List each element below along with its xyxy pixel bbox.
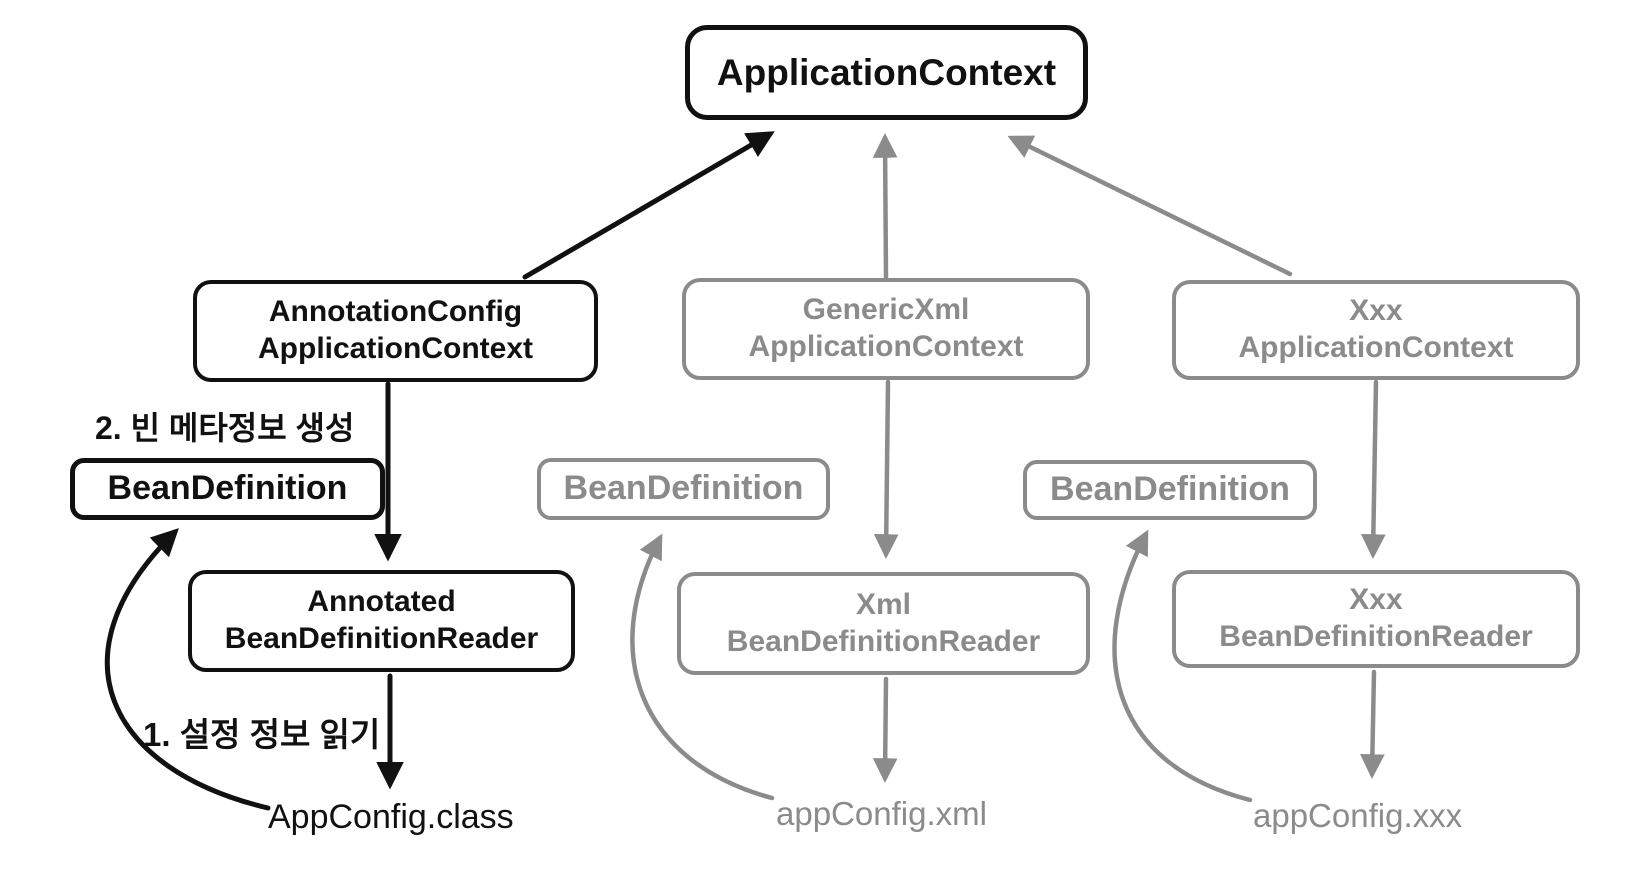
node-line: BeanDefinitionReader xyxy=(1219,620,1533,653)
node-annotated-bean-definition-reader: Annotated BeanDefinitionReader xyxy=(188,570,575,672)
node-line: BeanDefinitionReader xyxy=(224,622,539,655)
arrow-genericxml-to-xmlreader xyxy=(873,379,899,559)
node-line: ApplicationContext xyxy=(748,330,1024,363)
node-annotation-config-application-context: AnnotationConfig ApplicationContext xyxy=(193,280,598,382)
arrow-xmlreader-to-appconfigxml xyxy=(872,676,898,783)
node-label: BeanDefinition xyxy=(563,469,804,508)
arrow-xxxreader-to-appconfigxxx xyxy=(1360,669,1385,779)
label-app-config-xxx: appConfig.xxx xyxy=(1253,797,1463,834)
node-xxx-application-context: Xxx ApplicationContext xyxy=(1172,280,1580,380)
node-line: BeanDefinitionReader xyxy=(726,624,1041,658)
node-line: Xxx xyxy=(1349,583,1403,617)
arrow-xxxcontext-to-xxxreader xyxy=(1360,379,1386,559)
annotation-step-1: 1. 설정 정보 읽기 xyxy=(143,716,381,753)
label-app-config-xml: appConfig.xml xyxy=(776,795,987,832)
node-line: Xml xyxy=(855,587,912,621)
node-line: ApplicationContext xyxy=(1238,331,1514,364)
node-bean-definition-annotation: BeanDefinition xyxy=(70,458,385,520)
node-xml-bean-definition-reader: Xml BeanDefinitionReader xyxy=(677,572,1090,675)
arrow-annotationconfig-to-applicationcontext xyxy=(522,131,775,280)
node-bean-definition-xml: BeanDefinition xyxy=(537,458,830,520)
node-application-context-label: ApplicationContext xyxy=(716,51,1057,93)
arrow-genericxml-to-applicationcontext xyxy=(872,133,898,281)
node-bean-definition-xxx: BeanDefinition xyxy=(1023,460,1317,520)
node-generic-xml-application-context: GenericXml ApplicationContext xyxy=(682,278,1090,380)
node-label: BeanDefinition xyxy=(107,469,348,508)
node-line: ApplicationContext xyxy=(258,332,533,365)
node-xxx-bean-definition-reader: Xxx BeanDefinitionReader xyxy=(1172,570,1580,668)
node-application-context: ApplicationContext xyxy=(685,25,1088,120)
annotation-step-2: 2. 빈 메타정보 생성 xyxy=(95,410,355,446)
label-app-config-class: AppConfig.class xyxy=(268,798,514,836)
node-line: Annotated xyxy=(307,585,456,619)
arrow-xxxcontext-to-applicationcontext xyxy=(1007,135,1293,277)
node-label: BeanDefinition xyxy=(1050,470,1290,509)
node-line: GenericXml xyxy=(802,293,970,327)
node-line: AnnotationConfig xyxy=(268,295,523,329)
node-line: Xxx xyxy=(1349,294,1403,328)
